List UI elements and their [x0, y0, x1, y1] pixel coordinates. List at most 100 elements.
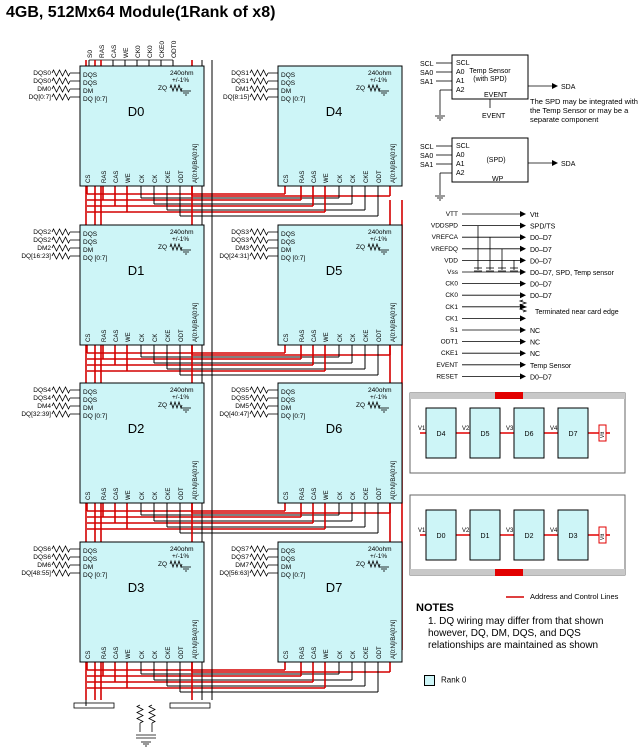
dimm-v-label: V4 [550, 426, 558, 432]
dq-signal-label: DQ[8:15] [223, 94, 249, 101]
dram-bottom-pin: CS [284, 651, 290, 659]
top-signal-label: CKE0 [159, 41, 166, 58]
dimm-v-label: V1 [418, 528, 426, 534]
dq-signal-label: DQS4 [33, 395, 51, 402]
zq-label: ZQ [158, 244, 167, 251]
dram-bottom-pin: RAS [300, 488, 306, 500]
sda-label: SDA [561, 161, 576, 168]
dimm-v-label: V1 [418, 426, 426, 432]
dram-bottom-pin: CK [153, 651, 159, 659]
dram-body [79, 541, 205, 663]
dq-signal-label: DM7 [235, 562, 249, 569]
dram-bottom-pin: RAS [102, 171, 108, 183]
power-right-label: D0–D7 [530, 247, 552, 254]
zq-tolerance: +/-1% [370, 394, 387, 401]
dram-bottom-pin: CKE [166, 171, 172, 183]
notes-title: NOTES [416, 602, 454, 614]
page-title: 4GB, 512Mx64 Module(1Rank of x8) [6, 4, 276, 21]
power-left-label: S1 [450, 327, 458, 334]
dram-pin-label: DQS [83, 389, 98, 396]
top-signal-label: WE [123, 47, 130, 58]
series-resistor [51, 410, 71, 418]
series-resistor [249, 252, 269, 260]
zq-resistor-value: 240ohm [170, 70, 194, 77]
zq-tolerance: +/-1% [172, 236, 189, 243]
power-right-label: D0–D7 [530, 293, 552, 300]
spd-pin: SCL [456, 143, 470, 150]
series-resistor [51, 569, 71, 577]
dram-bottom-pin: CK [351, 334, 357, 342]
zq-resistor [169, 242, 183, 252]
temp-sensor-title: Temp Sensor [469, 68, 511, 75]
power-arrow [520, 373, 526, 380]
dimm-v-label: V2 [462, 528, 470, 534]
dram-bottom-pin: CS [86, 175, 92, 183]
top-signal-label: S0 [87, 50, 94, 58]
series-resistor [249, 85, 269, 93]
dq-signal-label: DM6 [37, 562, 51, 569]
dram-bottom-pin: WE [126, 649, 132, 659]
dram-bottom-pin: CS [86, 651, 92, 659]
zq-resistor [367, 83, 381, 93]
spd-box [451, 137, 529, 183]
dram-label: D5 [326, 263, 343, 278]
dram-bottom-pin: CKE [166, 647, 172, 659]
power-right-label: NC [530, 351, 540, 358]
dram-pin-label: DQS [281, 556, 296, 563]
dram-bottom-pin: CK [351, 651, 357, 659]
zq-tolerance: +/-1% [370, 77, 387, 84]
legend-swatch [424, 675, 435, 686]
series-resistor [249, 386, 269, 394]
dram-bottom-pin: A[0:N]/BA[0:N] [193, 461, 199, 500]
dram-bottom-pin: WE [324, 649, 330, 659]
dram-bottom-pin: A[0:N]/BA[0:N] [391, 461, 397, 500]
power-left-label: VREFCA [432, 234, 459, 241]
dimm-chip-label: D5 [481, 431, 490, 438]
dram-label: D1 [128, 263, 145, 278]
series-resistor [249, 402, 269, 410]
power-arrow [520, 269, 526, 275]
power-arrow [520, 292, 526, 299]
spd-input: SA1 [420, 162, 433, 169]
zq-label: ZQ [356, 402, 365, 409]
dram-bottom-pin: CK [140, 492, 146, 500]
series-resistor [51, 402, 71, 410]
zq-label: ZQ [158, 85, 167, 92]
zq-tolerance: +/-1% [370, 236, 387, 243]
power-left-label: Vss [447, 269, 459, 276]
ground-icon [379, 407, 389, 413]
dimm-chip-label: D7 [569, 431, 578, 438]
temp-sensor-pin: SCL [456, 60, 470, 67]
series-resistor [249, 394, 269, 402]
dram-pin-label: DQS [281, 239, 296, 246]
zq-resistor [169, 83, 183, 93]
spd-input: SA0 [420, 153, 433, 160]
power-arrow [520, 361, 526, 368]
series-resistor [249, 77, 269, 85]
dimm-chip-label: D1 [481, 533, 490, 540]
dram-bottom-pin: RAS [300, 330, 306, 342]
dq-signal-label: DM1 [235, 86, 249, 93]
dram-label: D4 [326, 104, 343, 119]
top-signal-label: RAS [99, 44, 106, 58]
series-resistor [249, 69, 269, 77]
zq-resistor-value: 240ohm [368, 546, 392, 553]
dram-pin-label: DQS [83, 548, 98, 555]
dq-signal-label: DQS6 [33, 554, 51, 561]
zq-resistor-value: 240ohm [170, 229, 194, 236]
spd-note: The SPD may be integrated with the Temp … [530, 97, 638, 124]
power-left-label: VDD [444, 257, 458, 264]
series-resistor [51, 85, 71, 93]
series-resistor [51, 93, 71, 101]
dimm-v-label: V3 [506, 528, 514, 534]
zq-resistor-value: 240ohm [368, 387, 392, 394]
ground-icon [181, 90, 191, 96]
series-resistor [51, 244, 71, 252]
dq-signal-label: DQS5 [231, 387, 249, 394]
series-resistor [51, 236, 71, 244]
dram-bottom-pin: ODT [179, 170, 185, 183]
notes-block: NOTES 1. DQ wiring may differ from that … [416, 602, 636, 652]
dram-bottom-pin: CKE [364, 488, 370, 500]
dram-pin-label: DQ [0:7] [83, 572, 107, 579]
